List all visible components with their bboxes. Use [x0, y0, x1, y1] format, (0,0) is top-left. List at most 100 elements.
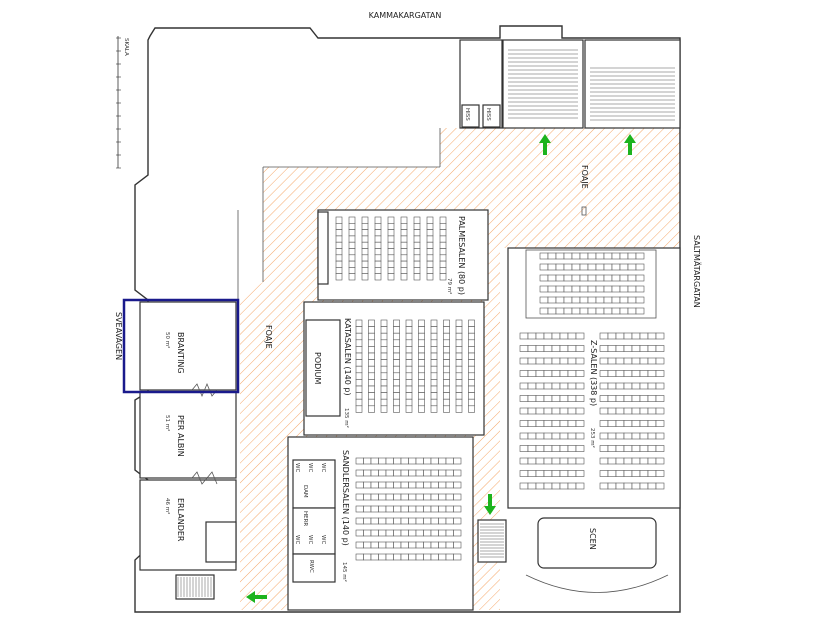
seat — [418, 392, 425, 400]
seat — [361, 229, 369, 237]
seat — [430, 529, 439, 537]
interior-walls — [237, 128, 441, 300]
seat — [559, 345, 569, 352]
seat — [468, 352, 475, 360]
room-name: BRANTING — [176, 332, 185, 374]
seat — [595, 263, 605, 271]
seat — [430, 505, 439, 513]
seat — [539, 252, 549, 260]
seat — [551, 357, 561, 365]
seat — [408, 457, 417, 465]
seat — [355, 457, 364, 465]
seat — [443, 385, 450, 393]
seat — [543, 370, 553, 377]
seat — [405, 398, 413, 407]
seat — [543, 395, 553, 402]
seat — [599, 395, 609, 402]
seat — [400, 457, 409, 465]
seat — [385, 541, 394, 549]
seat — [443, 352, 450, 360]
seat — [519, 382, 529, 390]
room-katasalen[interactable]: PODIUM KATASALEN (140 p) 135 m² — [303, 301, 485, 436]
seat — [655, 445, 665, 452]
seat — [527, 432, 537, 440]
seat — [413, 241, 421, 249]
seat — [619, 263, 629, 271]
seat — [519, 445, 529, 452]
seat — [631, 457, 641, 465]
seat — [623, 407, 633, 415]
seat — [631, 370, 641, 377]
seat — [378, 493, 387, 501]
seat — [655, 470, 665, 477]
seat — [631, 420, 641, 427]
room-area: 46 m² — [164, 498, 171, 514]
room-branting[interactable]: BRANTING 50 m² — [139, 301, 237, 391]
seat — [348, 229, 356, 237]
seat — [405, 352, 413, 360]
seat — [370, 505, 379, 513]
seat — [423, 517, 432, 525]
seat — [408, 481, 417, 489]
seat — [519, 357, 529, 365]
seat — [374, 235, 382, 243]
seat — [567, 432, 577, 440]
seat — [539, 285, 549, 293]
room-erlander[interactable]: ERLANDER 46 m² — [139, 479, 237, 571]
seat — [438, 457, 447, 465]
seat — [380, 372, 388, 380]
seat — [393, 517, 402, 525]
seat — [551, 370, 561, 377]
seat — [453, 469, 462, 477]
seat — [430, 379, 438, 387]
room-sandlersalen[interactable]: SANDLERSALEN (140 p) 145 m² WC WC WC DAM… — [287, 436, 474, 611]
seat — [571, 263, 581, 271]
seat — [355, 346, 363, 354]
seat — [355, 553, 364, 561]
seat — [535, 357, 545, 365]
hiss-label: HISS — [464, 108, 470, 121]
seat — [587, 252, 597, 260]
seat — [408, 529, 417, 537]
seat — [647, 332, 657, 340]
seat — [455, 385, 463, 393]
seat — [361, 248, 369, 256]
seat — [426, 248, 434, 256]
seat — [607, 432, 617, 440]
seat — [348, 216, 356, 224]
seat — [655, 482, 665, 490]
seat — [393, 541, 402, 549]
seat — [468, 385, 475, 393]
room-palmesalen[interactable]: PALMESALEN (80 p) 79 m² — [317, 209, 489, 301]
room-z-salen[interactable]: Z-SALEN (338 p) 253 m² — [507, 247, 681, 509]
seat — [539, 307, 549, 315]
seat — [348, 260, 356, 268]
seat — [423, 457, 432, 465]
seat — [430, 457, 439, 465]
seat — [535, 470, 545, 477]
seat — [539, 274, 549, 282]
seat — [575, 482, 585, 490]
seat — [418, 339, 425, 347]
seat — [378, 469, 387, 477]
seat — [599, 370, 609, 377]
seat — [335, 235, 343, 243]
seat — [415, 553, 424, 561]
seat — [579, 296, 589, 304]
seat — [393, 372, 400, 380]
seat — [439, 241, 447, 249]
seat — [623, 382, 633, 390]
seat — [387, 254, 395, 262]
seat — [400, 216, 408, 224]
seat — [355, 352, 363, 360]
scale-bar: SKALA — [116, 36, 129, 169]
seat — [443, 379, 450, 387]
seat — [363, 505, 372, 513]
seat — [348, 273, 356, 281]
seat — [393, 365, 400, 374]
seat — [380, 319, 388, 327]
seat — [439, 267, 447, 274]
room-per-albin[interactable]: PER ALBIN 51 m² — [139, 391, 237, 479]
seat — [413, 273, 421, 281]
seat — [387, 273, 395, 281]
